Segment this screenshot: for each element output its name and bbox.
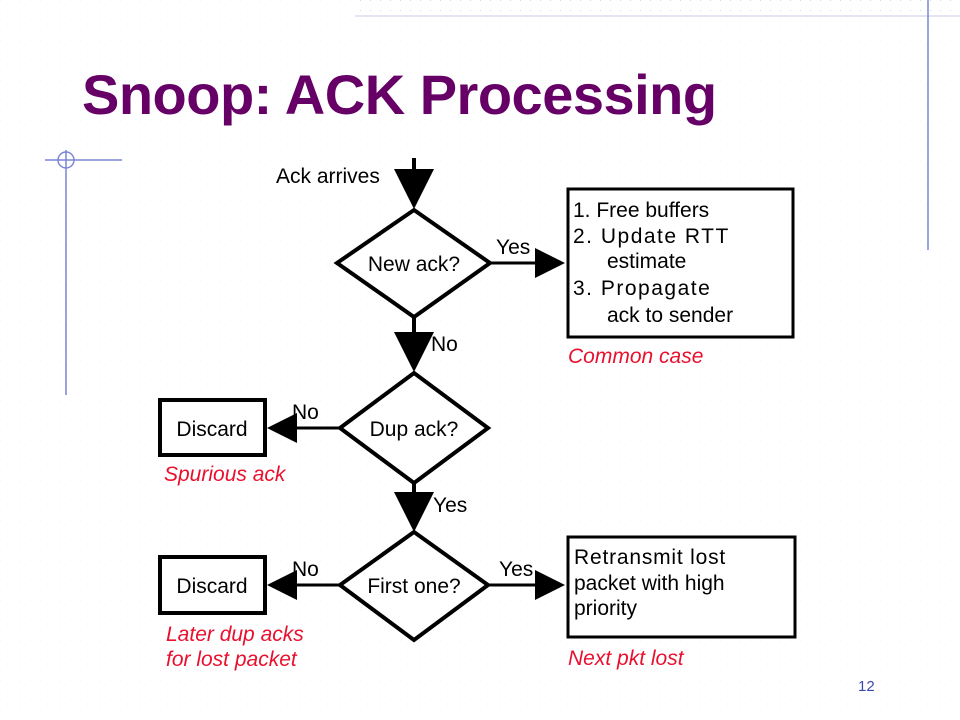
next-pkt-note: Next pkt lost xyxy=(568,647,685,670)
start-label: Ack arrives xyxy=(276,165,380,188)
common-step: 3. Propagate xyxy=(573,277,711,300)
spurious-note: Spurious ack xyxy=(164,463,287,486)
decision-dup-ack-label: Dup ack? xyxy=(370,418,459,441)
decision-new-ack-label: New ack? xyxy=(368,253,460,276)
edge-label-new-no: No xyxy=(431,333,458,356)
retransmit-box xyxy=(566,535,797,639)
discard-label: Discard xyxy=(176,575,247,598)
decision-first-one xyxy=(336,529,492,643)
discard-box-spurious xyxy=(158,398,267,457)
retransmit-line: priority xyxy=(574,597,638,620)
common-step: 1. Free buffers xyxy=(573,199,709,222)
common-case-note: Common case xyxy=(568,345,703,368)
retransmit-line: Retransmit lost xyxy=(574,546,726,569)
edge-label-dup-no: No xyxy=(292,401,319,424)
edge-label-new-yes: Yes xyxy=(496,236,530,259)
retransmit-line: packet with high xyxy=(574,572,725,595)
later-dup-note: for lost packet xyxy=(166,648,298,671)
common-step: 2. Update RTT xyxy=(573,225,730,248)
discard-box-later xyxy=(158,555,267,615)
decision-first-one-label: First one? xyxy=(367,575,460,598)
edge-label-first-yes: Yes xyxy=(499,558,533,581)
edge-label-first-no: No xyxy=(292,558,319,581)
later-dup-note: Later dup acks xyxy=(166,623,304,646)
common-step: estimate xyxy=(607,250,686,273)
common-case-box xyxy=(566,187,795,339)
discard-label: Discard xyxy=(176,418,247,441)
page-number: 12 xyxy=(858,678,875,695)
edge-label-dup-yes: Yes xyxy=(433,494,467,517)
slide-title: Snoop: ACK Processing xyxy=(82,63,717,126)
common-step: ack to sender xyxy=(607,304,733,327)
